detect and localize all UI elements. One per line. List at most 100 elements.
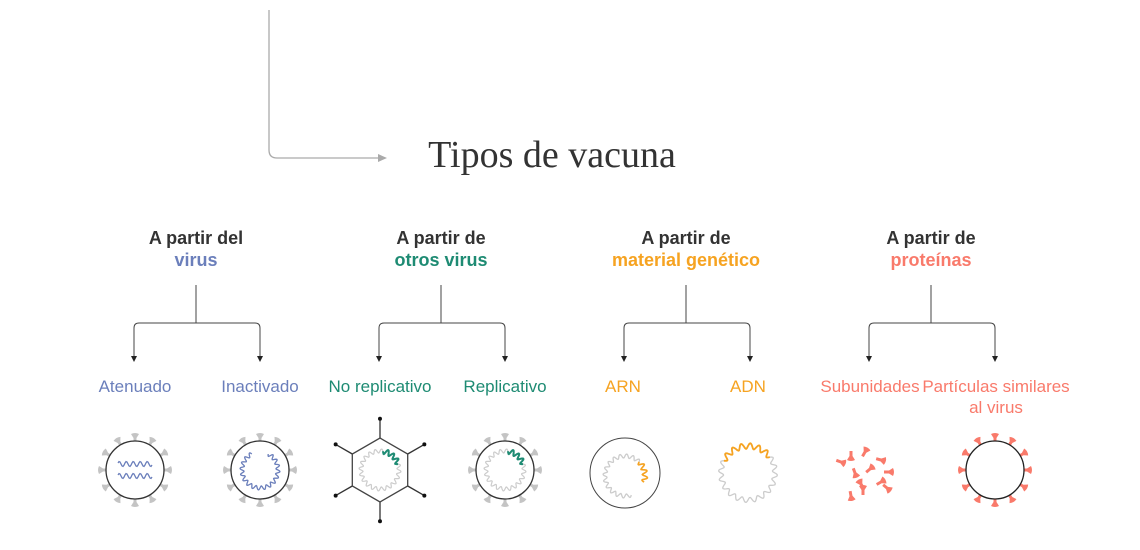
spike-protein-icon	[973, 493, 983, 504]
spike	[223, 466, 232, 474]
spike	[163, 466, 172, 474]
leaf-replicativo: Replicativo	[463, 377, 547, 396]
spike	[1007, 493, 1017, 504]
fiber-tip	[333, 493, 338, 498]
inserted-gene	[507, 449, 525, 466]
spike	[101, 448, 112, 458]
leaf-no-replicativo: No replicativo	[328, 377, 432, 396]
leaf-inactivado: Inactivado	[221, 377, 299, 396]
subunit	[859, 485, 867, 495]
fiber-tip	[333, 442, 338, 447]
spike	[238, 493, 248, 504]
fiber	[407, 485, 425, 497]
spike	[226, 482, 237, 492]
spike-protein-icon	[517, 436, 527, 447]
arrow-down-icon	[866, 356, 998, 362]
spike	[528, 482, 539, 492]
spike-protein-icon	[163, 466, 172, 474]
fiber	[335, 485, 353, 497]
subunit	[875, 476, 887, 486]
fiber-tip	[378, 519, 382, 524]
leaf-adn: ADN	[730, 377, 766, 396]
spike-protein-icon	[101, 482, 112, 492]
spike-protein-icon	[272, 436, 282, 447]
spike	[973, 493, 983, 504]
heading-line1: A partir del	[148, 228, 244, 248]
spike	[256, 433, 264, 442]
spike-protein-icon	[131, 433, 139, 442]
spike-protein-icon	[158, 448, 169, 458]
fiber	[335, 443, 353, 455]
heading-category: proteínas	[890, 250, 972, 270]
spike	[288, 466, 297, 474]
subunit	[865, 463, 876, 474]
leaf-arn: ARN	[605, 377, 641, 396]
virus-like-particle-icon	[965, 440, 1025, 500]
tree-branch	[623, 285, 751, 360]
virus-inactivated-icon	[230, 440, 290, 500]
lipid-nanoparticle-icon	[589, 437, 661, 509]
spike	[131, 433, 139, 442]
genome-strand	[117, 460, 153, 468]
subunit	[861, 446, 871, 458]
arrow-down-icon	[376, 356, 508, 362]
heading-category: material genético	[611, 250, 761, 270]
subunit	[847, 490, 856, 502]
virus-attenuated-icon	[105, 440, 165, 500]
spike	[113, 493, 123, 504]
protein-subunit-icon	[859, 485, 867, 495]
spike	[1023, 466, 1032, 474]
subunit	[884, 468, 894, 476]
spike	[98, 466, 107, 474]
spike	[517, 493, 527, 504]
spike	[517, 436, 527, 447]
arrow-down-icon	[131, 356, 263, 362]
spike-protein-icon	[528, 448, 539, 458]
spike-protein-icon	[517, 493, 527, 504]
spike-protein-icon	[961, 448, 972, 458]
spike	[991, 433, 999, 442]
fiber	[407, 443, 425, 455]
genome-strand	[117, 472, 153, 480]
title-connector-line	[268, 10, 380, 159]
spike-protein-icon	[288, 466, 297, 474]
spike	[101, 482, 112, 492]
spike	[1007, 436, 1017, 447]
spike	[272, 436, 282, 447]
spike-protein-icon	[238, 493, 248, 504]
fiber-tip	[378, 416, 382, 421]
spike	[113, 436, 123, 447]
mrna-strand	[602, 453, 645, 499]
spike	[283, 482, 294, 492]
fiber-tip	[422, 442, 427, 447]
spike-protein-icon	[528, 482, 539, 492]
mrna-gene	[637, 461, 649, 483]
spike-protein-icon	[1007, 436, 1017, 447]
spike-protein-icon	[98, 466, 107, 474]
spike-protein-icon	[501, 433, 509, 442]
heading-line1: A partir de	[641, 228, 731, 248]
spike-protein-icon	[238, 436, 248, 447]
spike	[147, 493, 157, 504]
spike	[471, 482, 482, 492]
spike-protein-icon	[113, 493, 123, 504]
spike-protein-icon	[113, 436, 123, 447]
spike	[528, 448, 539, 458]
spike	[147, 436, 157, 447]
spike-protein-icon	[283, 482, 294, 492]
spike-protein-icon	[101, 448, 112, 458]
heading-category: otros virus	[394, 250, 488, 270]
spike	[961, 448, 972, 458]
spike-protein-icon	[961, 482, 972, 492]
spike-protein-icon	[147, 436, 157, 447]
spike-protein-icon	[256, 433, 264, 442]
protein-subunit-icon	[855, 478, 865, 490]
protein-subunit-icon	[851, 467, 861, 479]
spike	[158, 482, 169, 492]
spike-protein-icon	[958, 466, 967, 474]
spike-protein-icon	[471, 482, 482, 492]
